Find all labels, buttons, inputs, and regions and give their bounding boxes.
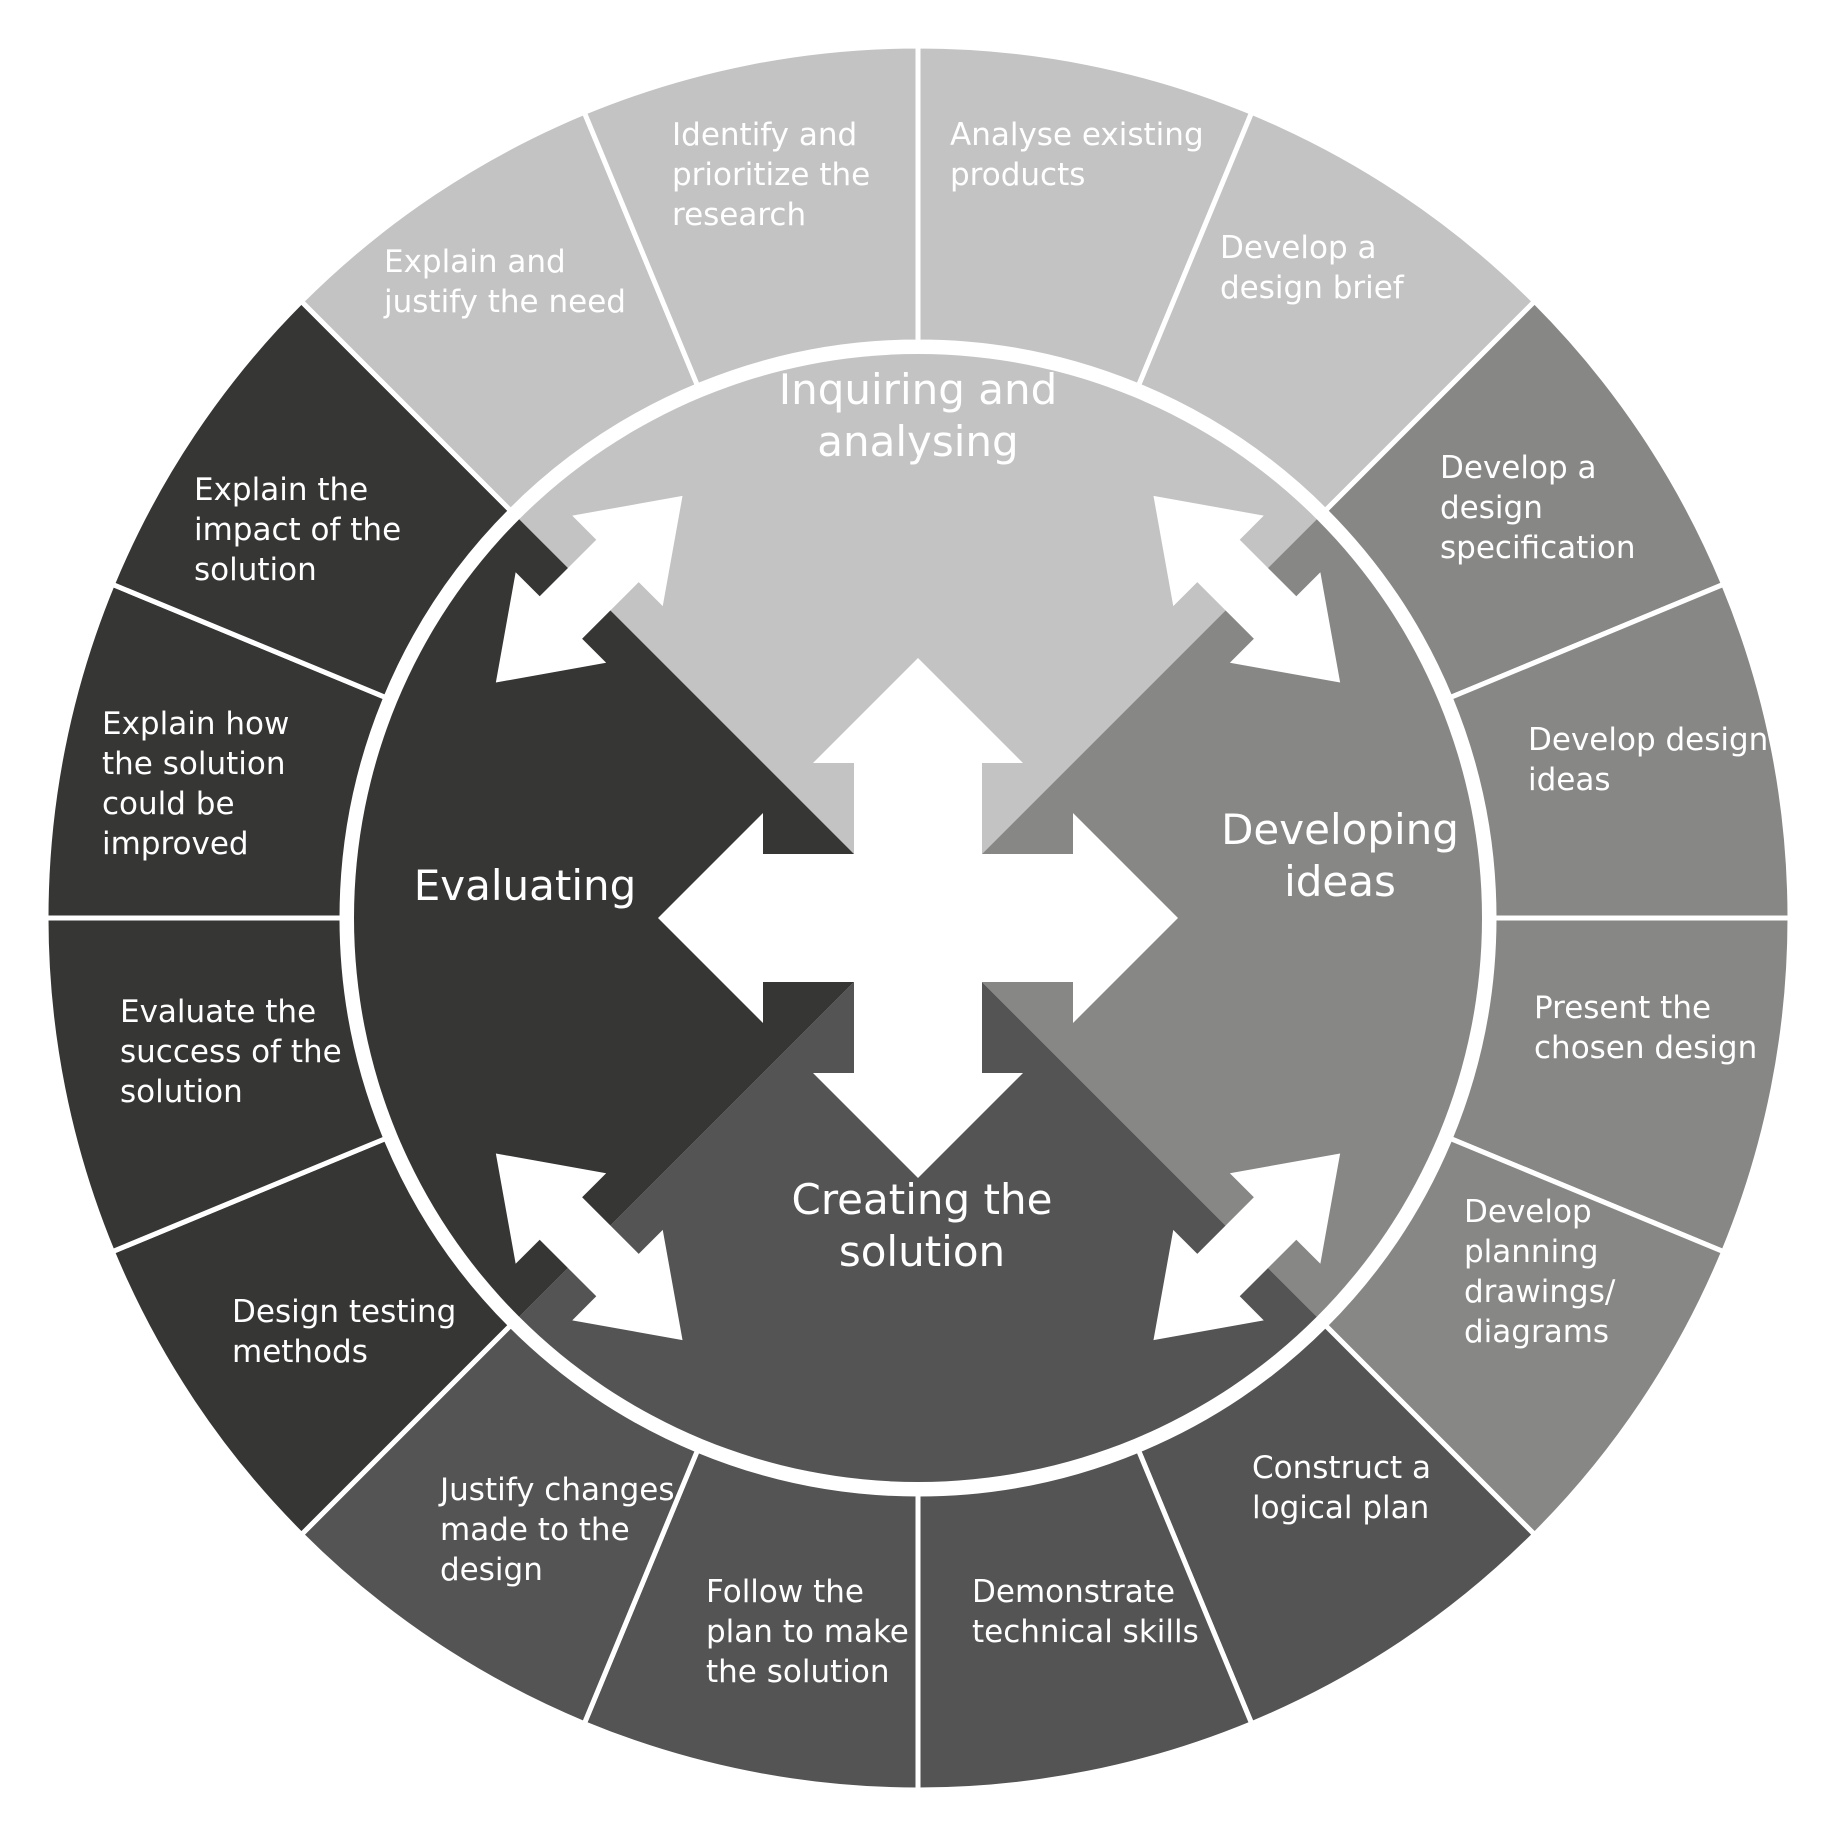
- segment-label-5: Present the chosen design: [1534, 990, 1757, 1066]
- phase-label-line: solution: [839, 1227, 1005, 1276]
- segment-label-line: ideas: [1528, 762, 1611, 798]
- phase-label-evaluating: Evaluating: [414, 861, 637, 910]
- segment-label-line: products: [950, 157, 1085, 193]
- segment-label-line: success of the: [120, 1034, 342, 1070]
- segment-label-line: could be: [102, 786, 235, 822]
- phase-label-line: Creating the: [792, 1175, 1053, 1224]
- segment-label-14: Explain the impact of the solution: [194, 472, 401, 588]
- segment-label-line: the solution: [102, 746, 286, 782]
- segment-label-line: logical plan: [1252, 1490, 1429, 1526]
- segment-label-line: justify the need: [383, 284, 626, 320]
- phase-label-line: ideas: [1284, 857, 1396, 906]
- arrow-developing-creating: [1153, 1153, 1341, 1341]
- inner-circle: [354, 354, 1482, 1482]
- quadrant-evaluating: [354, 519, 918, 1317]
- ring-segment-16: [581, 43, 921, 390]
- segment-label-line: Follow the: [706, 1574, 864, 1610]
- segment-label-line: Construct a: [1252, 1450, 1431, 1486]
- segment-label-line: Develop a: [1440, 450, 1596, 486]
- segment-label-line: specification: [1440, 530, 1636, 566]
- segment-label-16: Identify and prioritize the research: [672, 117, 870, 233]
- segment-label-11: Design testing methods: [232, 1294, 456, 1370]
- segment-label-line: design: [1440, 490, 1543, 526]
- segment-label-3: Develop a design specification: [1440, 450, 1636, 566]
- segment-label-7: Construct a logical plan: [1252, 1450, 1431, 1526]
- segment-label-2: Develop a design brief: [1220, 230, 1405, 306]
- segment-label-line: Analyse existing: [950, 117, 1204, 153]
- segment-label-4: Develop design ideas: [1528, 722, 1768, 798]
- segment-label-line: Explain the: [194, 472, 368, 508]
- segment-label-line: Develop design: [1528, 722, 1768, 758]
- phase-label-line: Evaluating: [414, 861, 637, 910]
- segment-label-line: prioritize the: [672, 157, 870, 193]
- phase-label-line: Inquiring and: [779, 365, 1058, 414]
- segment-label-line: plan to make: [706, 1614, 909, 1650]
- segment-label-line: improved: [102, 826, 249, 862]
- segment-label-line: methods: [232, 1334, 368, 1370]
- segment-label-line: technical skills: [972, 1614, 1199, 1650]
- segment-label-12: Evaluate the success of the solution: [120, 994, 342, 1110]
- segment-label-1: Analyse existing products: [950, 117, 1204, 193]
- phase-label-line: analysing: [817, 417, 1018, 466]
- arrow-inquiring-developing: [1153, 495, 1341, 683]
- segment-label-line: design: [440, 1552, 543, 1588]
- segment-label-10: Justify changes made to the design: [438, 1472, 675, 1588]
- segment-label-15: Explain and justify the need: [383, 244, 626, 320]
- segment-label-line: design brief: [1220, 270, 1405, 306]
- segment-label-line: Develop a: [1220, 230, 1376, 266]
- segment-label-line: Demonstrate: [972, 1574, 1175, 1610]
- central-four-way-arrow: [658, 658, 1178, 1178]
- outer-ring: [43, 43, 1793, 1793]
- segment-label-line: research: [672, 197, 806, 233]
- quadrant-inquiring: [519, 354, 1317, 918]
- segment-label-line: made to the: [440, 1512, 630, 1548]
- segment-label-line: chosen design: [1534, 1030, 1757, 1066]
- segment-label-line: Design testing: [232, 1294, 456, 1330]
- segment-label-line: planning: [1464, 1234, 1599, 1270]
- arrow-evaluating-inquiring: [495, 495, 683, 683]
- segment-label-line: Present the: [1534, 990, 1711, 1026]
- quadrant-developing: [918, 519, 1482, 1317]
- segment-label-line: solution: [194, 552, 317, 588]
- segment-label-line: Explain and: [384, 244, 566, 280]
- arrow-creating-evaluating: [495, 1153, 683, 1341]
- phase-label-line: Developing: [1221, 805, 1459, 854]
- segment-label-line: Identify and: [672, 117, 857, 153]
- segment-label-13: Explain how the solution could be improved: [102, 706, 289, 862]
- segment-label-line: diagrams: [1464, 1314, 1609, 1350]
- segment-label-line: Evaluate the: [120, 994, 316, 1030]
- segment-label-line: Justify changes: [438, 1472, 675, 1508]
- segment-label-line: drawings/: [1464, 1274, 1616, 1310]
- segment-label-line: impact of the: [194, 512, 401, 548]
- segment-label-9: Follow the plan to make the solution: [706, 1574, 909, 1690]
- segment-label-line: the solution: [706, 1654, 890, 1690]
- segment-label-line: Explain how: [102, 706, 289, 742]
- quadrant-creating: [519, 918, 1317, 1482]
- arrows: [495, 495, 1341, 1341]
- segment-label-6: Develop planning drawings/diagrams: [1464, 1194, 1616, 1350]
- segment-label-line: solution: [120, 1074, 243, 1110]
- segment-label-8: Demonstrate technical skills: [972, 1574, 1199, 1650]
- segment-label-line: Develop: [1464, 1194, 1592, 1230]
